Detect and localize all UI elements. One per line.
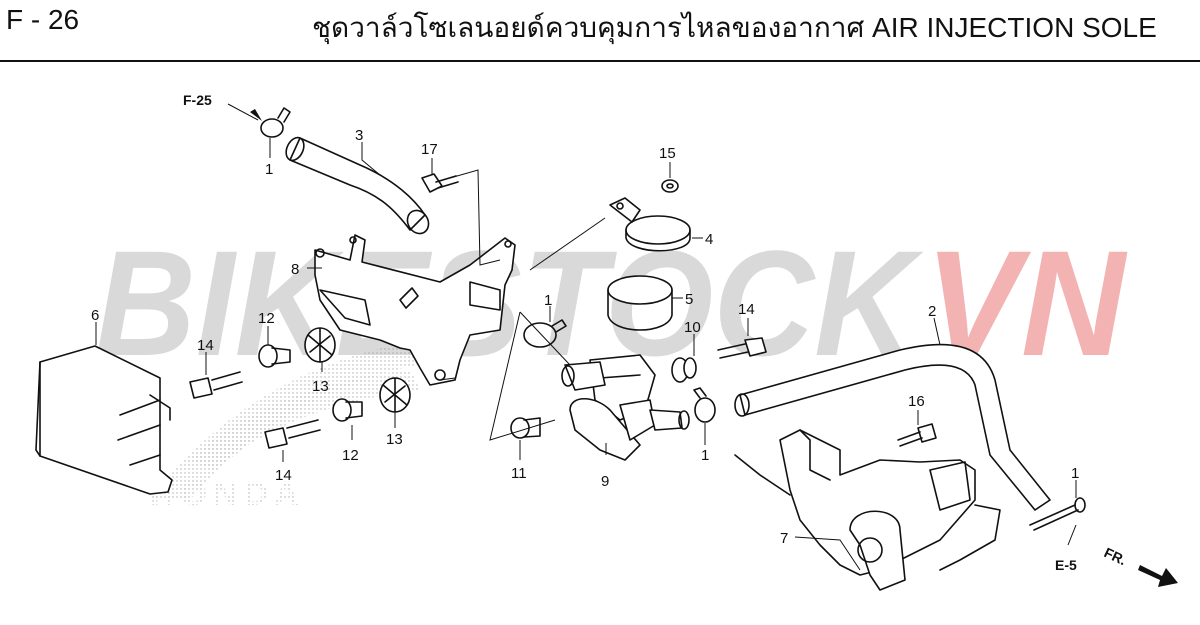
callout-10: 10 [684,319,701,336]
callout-1-valve: 1 [544,292,552,309]
callout-14-upper-left: 14 [197,337,214,354]
mounting-bracket[interactable] [314,234,516,386]
air-hose[interactable] [283,135,433,238]
washer-12-upper[interactable] [258,344,291,368]
callout-1-right: 1 [701,447,709,464]
callout-13-upper: 13 [312,378,329,395]
air-filter-cover[interactable] [35,345,173,495]
hose-clip-valve[interactable] [523,319,567,348]
callout-7: 7 [780,530,788,547]
washer-11[interactable] [510,417,541,439]
callout-3: 3 [355,127,363,144]
honda-logo-text: HONDA [150,475,305,513]
bolt-14-lower-left[interactable] [264,419,321,449]
callout-8: 8 [291,261,299,278]
long-air-hose[interactable] [734,343,1051,511]
callout-15: 15 [659,145,676,162]
hose-clip-top[interactable] [260,107,291,138]
reference-e5[interactable]: E-5 [1055,557,1077,573]
callout-4: 4 [705,231,713,248]
washer-12-lower[interactable] [332,398,363,422]
callout-14-lower-left: 14 [275,467,292,484]
callout-11: 11 [511,465,527,482]
hose-bracket[interactable] [734,429,1001,591]
honda-wing-logo: HONDA [150,340,440,513]
callout-9: 9 [601,473,609,490]
callout-13-lower: 13 [386,431,403,448]
callout-6: 6 [91,307,99,324]
nut-15[interactable] [661,179,679,193]
front-direction-arrow-icon [1138,565,1178,587]
rubber-collar[interactable] [607,275,673,331]
bolt-16[interactable] [897,423,937,447]
callout-16: 16 [908,393,925,410]
page-code: F - 26 [6,4,80,35]
hose-clip-bottom[interactable] [1029,497,1086,531]
callout-12-lower: 12 [342,447,359,464]
grommet-10[interactable] [671,357,697,383]
callout-14-right: 14 [738,301,755,318]
bolt-14-upper-left[interactable] [189,371,243,399]
page-title: ชุดวาล์วโซเลนอยด์ควบคุมการไหลของอากาศ AI… [312,12,1157,43]
bolt-14-right[interactable] [717,337,767,359]
callout-17: 17 [421,141,438,158]
bolt-17[interactable] [421,173,459,193]
reference-arrow-icon [250,109,262,121]
front-direction-label: FR. [1102,544,1129,568]
callout-5: 5 [685,291,693,308]
grommet-13-lower[interactable] [379,377,411,413]
solenoid-valve[interactable] [561,354,690,461]
callout-2: 2 [928,303,936,320]
hose-clip-right[interactable] [693,387,716,423]
grommet-13-upper[interactable] [304,327,336,363]
leader-lines [95,103,1077,571]
callout-12-upper: 12 [258,310,275,327]
header-rule [0,60,1200,62]
callout-1-bottom: 1 [1071,465,1079,482]
reference-f25[interactable]: F-25 [183,92,212,108]
hose-band[interactable] [609,197,691,252]
callout-1-top: 1 [265,161,273,178]
